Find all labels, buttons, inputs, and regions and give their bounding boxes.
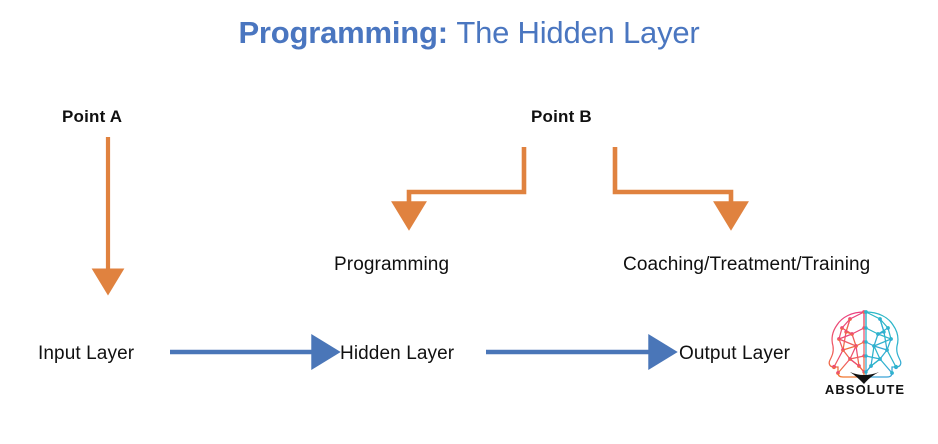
brain-right-nodes bbox=[864, 310, 899, 375]
network-node-hidden-layer: Hidden Layer bbox=[340, 343, 455, 364]
logo-wordmark: ABSOLUTE bbox=[824, 382, 906, 397]
page-title-bold: Programming: bbox=[238, 15, 448, 50]
network-node-output-layer: Output Layer bbox=[679, 343, 791, 364]
logo-swoosh-icon bbox=[850, 372, 879, 384]
point-b-label: Point B bbox=[531, 107, 592, 126]
branch-label-coaching-treatment-training: Coaching/Treatment/Training bbox=[623, 254, 871, 275]
point-b-left-elbow-arrow bbox=[391, 147, 527, 231]
absolute-logo: ABSOLUTE bbox=[812, 306, 918, 406]
brain-left-hemisphere bbox=[828, 311, 865, 378]
point-a-label: Point A bbox=[62, 107, 123, 126]
point-b-right-elbow-arrow bbox=[612, 147, 749, 231]
page-title: Programming: The Hidden Layer bbox=[0, 14, 938, 52]
branch-label-programming: Programming bbox=[334, 254, 450, 275]
page-title-subtitle: The Hidden Layer bbox=[456, 15, 700, 50]
network-node-input-layer: Input Layer bbox=[38, 343, 135, 364]
brain-network-icon bbox=[828, 310, 902, 384]
